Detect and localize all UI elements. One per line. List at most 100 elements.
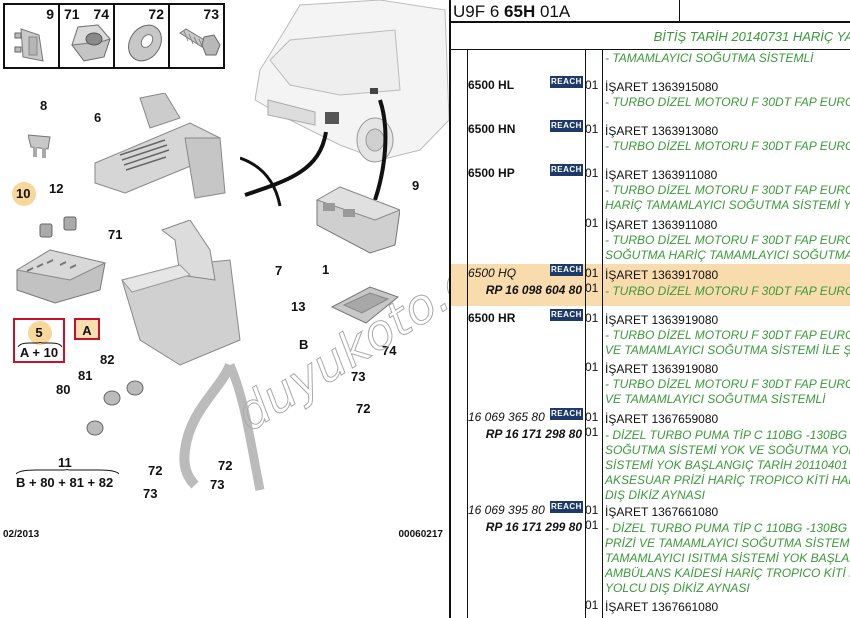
part-ref[interactable]: 6500 HP	[468, 166, 515, 180]
part-8-fuse	[28, 134, 51, 158]
part-ref[interactable]: 6500 HL	[468, 78, 515, 92]
part-mark: İŞARET 1367661080	[605, 505, 719, 519]
callout-73[interactable]: 73	[351, 369, 366, 384]
part-mark: İŞARET 1363915080	[605, 80, 719, 94]
quantity: 01	[585, 598, 599, 612]
part-description: SİSTEMİ YOK BAŞLANGIÇ TARİH 20110401 HAR…	[605, 458, 850, 472]
thumb-bolt[interactable]: 73	[170, 5, 223, 67]
quantity: 01	[585, 360, 599, 374]
thumb-label: 9	[46, 6, 54, 22]
highlight-circle-5	[28, 321, 52, 345]
part-ref[interactable]: 6500 HR	[468, 311, 516, 325]
callout-72[interactable]: 72	[356, 401, 371, 416]
callout-72[interactable]: 72	[148, 463, 163, 478]
part-description: AKSESUAR PRİZİ HARİÇ TROPICO KİTİ HARİÇ …	[605, 473, 850, 487]
part-5-fusebox	[15, 249, 107, 304]
callout-73[interactable]: 73	[210, 477, 225, 492]
quantity: 01	[585, 311, 599, 325]
reach-badge: REACH	[550, 120, 583, 132]
thumb-label: 74	[93, 6, 109, 22]
part-ref[interactable]: 6500 HQ	[468, 266, 517, 280]
van-illustration	[244, 0, 449, 200]
fuse-icon	[14, 28, 44, 62]
part-description: - DİZEL TURBO PUMA TİP C 110BG -130BG -1…	[605, 428, 850, 442]
part-ref[interactable]: 16 069 395 80	[468, 503, 545, 517]
code-prefix: U9F 6	[453, 2, 505, 21]
reach-badge: REACH	[550, 309, 583, 321]
part-ref[interactable]: 16 069 365 80	[468, 410, 545, 424]
part-description: - TURBO DİZEL MOTORU F 30DT FAP EURO5 15…	[605, 377, 850, 391]
code-suffix: 01A	[535, 2, 571, 21]
replacement-part-ref[interactable]: RP 16 098 604 80	[485, 283, 582, 297]
part-description: SOĞUTMA HARİÇ TAMAMLAYICI SOĞUTMA SİST	[605, 248, 850, 262]
reach-badge: REACH	[550, 164, 583, 176]
part-description: VE TAMAMLAYICI SOĞUTMA SİSTEMLİ	[605, 392, 826, 406]
callout-73[interactable]: 73	[143, 486, 158, 501]
part-80-clip	[86, 420, 104, 436]
column-border	[602, 49, 603, 618]
part-mark: İŞARET 1363911080	[605, 168, 718, 182]
column-border	[585, 49, 586, 618]
callout-80[interactable]: 80	[56, 382, 71, 397]
part-13-module	[330, 286, 400, 324]
part-ref[interactable]: 6500 HN	[468, 122, 516, 136]
thumb-washer[interactable]: 72	[115, 5, 170, 67]
quantity: 01	[585, 122, 599, 136]
part-description: - TURBO DİZEL MOTORU F 30DT FAP EURO5 15…	[605, 233, 850, 247]
part-mark: İŞARET 1363919080	[605, 362, 719, 376]
highlighted-row-bg	[451, 264, 850, 306]
quantity: 01	[585, 166, 599, 180]
header-separator	[679, 0, 680, 23]
quantity: 01	[585, 281, 599, 295]
part-description: - TURBO DİZEL MOTORU F 30DT FAP EURO5 15…	[605, 95, 850, 109]
part-description: SOĞUTMA SİSTEMİ YOK VE SOĞUTMA YOK VE T	[605, 443, 850, 457]
quantity: 01	[585, 216, 599, 230]
replacement-part-ref[interactable]: RP 16 171 299 80	[485, 520, 582, 534]
brace-icon	[18, 342, 62, 348]
callout-72[interactable]: 72	[218, 458, 233, 473]
intro-description: - TAMAMLAYICI SOĞUTMA SİSTEMLİ	[605, 51, 814, 65]
part-6-fusebox-cover	[94, 93, 226, 199]
assembly-11-number[interactable]: 11	[58, 455, 72, 470]
part-description: - TURBO DİZEL MOTORU F 30DT FAP EURO5 15…	[605, 139, 850, 153]
thumb-fuse[interactable]: 9	[5, 5, 60, 67]
brace-icon	[16, 469, 119, 475]
part-mark: İŞARET 1363917080	[605, 268, 719, 282]
part-82-clip	[126, 380, 144, 396]
callout-7[interactable]: 7	[275, 263, 283, 278]
thumb-label: 72	[148, 6, 164, 22]
part-description: - DİZEL TURBO PUMA TİP C 110BG -130BG -1…	[605, 521, 850, 535]
part-mark: İŞARET 1363913080	[605, 124, 719, 138]
reach-badge: REACH	[550, 501, 583, 513]
assembly-11-formula: B + 80 + 81 + 82	[16, 475, 114, 490]
callout-b[interactable]: B	[299, 337, 309, 352]
callout-10[interactable]: 10	[16, 186, 31, 201]
assembly-5-number: 5	[35, 325, 43, 340]
quantity: 01	[585, 503, 599, 517]
subtitle: BİTİŞ TARİH 20140731 HARİÇ YARI Ö	[653, 29, 850, 44]
callout-12[interactable]: 12	[49, 181, 64, 196]
callout-74[interactable]: 74	[382, 343, 397, 358]
assembly-a-box[interactable]: A	[74, 318, 100, 340]
part-mark: İŞARET 1367661080	[605, 600, 719, 614]
callout-82[interactable]: 82	[100, 352, 115, 367]
washer-icon	[128, 24, 162, 62]
thumb-label: 71	[64, 6, 80, 22]
assembly-5-box[interactable]: 5 A + 10	[13, 318, 65, 363]
part-7-battery-tray	[121, 220, 241, 366]
callout-1[interactable]: 1	[322, 262, 330, 277]
reach-badge: REACH	[550, 408, 583, 420]
callout-81[interactable]: 81	[78, 368, 93, 383]
part-description: - TURBO DİZEL MOTORU F 30DT FAP EURO5 15…	[605, 284, 850, 298]
callout-71[interactable]: 71	[108, 227, 123, 242]
thumb-hex-nut[interactable]: 71 74	[60, 5, 115, 67]
part-description: AMBÜLANS KAİDESİ HARİÇ TROPICO KİTİ HARİ…	[605, 566, 850, 580]
callout-9[interactable]: 9	[412, 178, 420, 193]
callout-8[interactable]: 8	[40, 98, 48, 113]
callout-6[interactable]: 6	[94, 110, 102, 125]
reach-badge: REACH	[550, 264, 583, 276]
callout-13[interactable]: 13	[291, 299, 306, 314]
part-description: YOLCU DIŞ DİKİZ AYNASI	[605, 581, 750, 595]
bolt-icon	[179, 28, 221, 56]
replacement-part-ref[interactable]: RP 16 171 298 80	[485, 427, 582, 441]
